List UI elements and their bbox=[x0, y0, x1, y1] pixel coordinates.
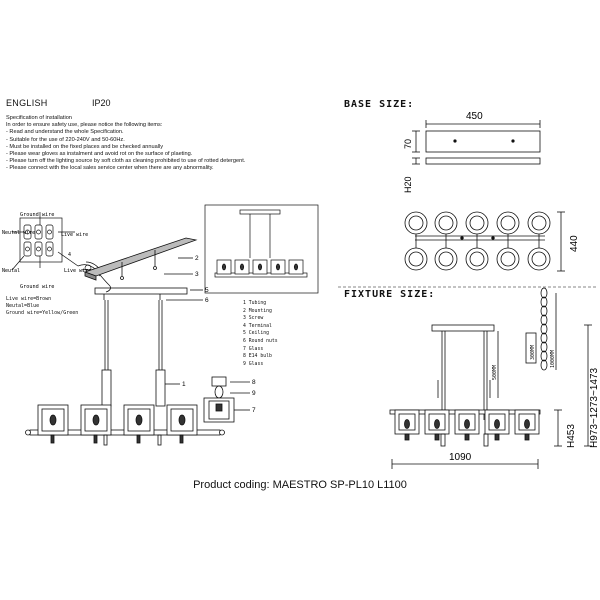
base-shades-bottom-row bbox=[404, 247, 551, 271]
wire-color-legend: Live wire=Brown Neutal=Blue Ground wire=… bbox=[6, 296, 78, 317]
fixture-size-drawing bbox=[389, 287, 592, 469]
glass-detail bbox=[203, 376, 250, 423]
parts-list: 1 Tubing 2 Mounting 3 Screw 4 Terminal 5… bbox=[243, 300, 278, 368]
callout-4-small: 4 bbox=[68, 252, 71, 258]
base-width-dim: 450 bbox=[466, 111, 483, 122]
label-ground-wire-bottom: Ground wire bbox=[20, 284, 54, 290]
main-fixture-drawing bbox=[25, 237, 225, 446]
callout-3: 3 bbox=[195, 271, 199, 278]
label-ground-wire-top: Ground wire bbox=[20, 212, 54, 218]
fixture-width-dim: 1090 bbox=[449, 452, 472, 463]
spec-line: In order to ensure safety use, please no… bbox=[6, 122, 163, 129]
part-item: 3 Screw bbox=[243, 316, 264, 322]
legend-live: Live wire=Brown bbox=[6, 296, 52, 302]
ip-rating: IP20 bbox=[92, 98, 111, 108]
part-item: 7 Glass bbox=[243, 346, 264, 352]
legend-ground: Ground wire=Yellow/Green bbox=[6, 310, 79, 316]
chain-long-label: 1000MM bbox=[550, 350, 556, 368]
spec-line: - Please wear gloves as instalment and a… bbox=[6, 151, 193, 158]
canopy bbox=[94, 287, 188, 295]
base-thickness-dim: H20 bbox=[403, 176, 413, 193]
callout-9: 9 bbox=[252, 390, 256, 397]
part-item: 1 Tubing bbox=[243, 301, 267, 306]
label-live-short: Live wire bbox=[64, 268, 91, 274]
spec-line: Specification of installation bbox=[6, 115, 72, 121]
callout-2: 2 bbox=[195, 255, 199, 262]
callout-8: 8 bbox=[252, 379, 256, 386]
part-item: 5 Ceiling bbox=[243, 331, 269, 337]
spec-line: - Suitable for the use of 220-240V and 5… bbox=[6, 136, 125, 143]
callout-6: 6 bbox=[205, 297, 209, 304]
base-depth-dim: 440 bbox=[569, 235, 580, 252]
part-item: 9 Glass bbox=[243, 361, 264, 367]
ceiling-plate bbox=[83, 237, 198, 277]
language-label: ENGLISH bbox=[6, 98, 48, 108]
spec-line: - Read and understand the whole Specific… bbox=[6, 129, 124, 136]
callout-5: 5 bbox=[205, 287, 209, 294]
part-item: 2 Mounting bbox=[243, 308, 272, 314]
base-shades-top-row bbox=[404, 211, 551, 235]
part-item: 6 Round nuts bbox=[243, 338, 278, 344]
inset-fixture-box bbox=[204, 204, 319, 294]
label-neutral-wire: Neutal wire bbox=[2, 230, 35, 236]
label-neutral-short: Neutal bbox=[2, 268, 20, 274]
part-item: 8 E14 bulb bbox=[243, 354, 272, 360]
legend-neutral: Neutal=Blue bbox=[6, 303, 40, 309]
product-coding: Product coding: MAESTRO SP-PL10 L1100 bbox=[193, 479, 407, 491]
chain-detail bbox=[540, 287, 548, 371]
label-live-wire: Live wire bbox=[61, 232, 88, 238]
part-item: 4 Terminal bbox=[243, 323, 272, 329]
spec-line: - Please connect with the local sales se… bbox=[6, 165, 214, 172]
fixture-total-height-dim: H973~1273~1473 bbox=[589, 367, 600, 448]
callout-1: 1 bbox=[182, 381, 186, 388]
spec-line: - Please turn off the lighting source by… bbox=[6, 158, 246, 165]
base-size-title: BASE SIZE: bbox=[344, 99, 415, 110]
terminal-block bbox=[19, 217, 63, 263]
callout-7: 7 bbox=[252, 407, 256, 414]
base-height-dim: 70 bbox=[403, 139, 413, 149]
specification-text: Specification of installation In order t… bbox=[6, 115, 336, 173]
rod-length-label: 500MM bbox=[492, 365, 498, 380]
spec-line: - Must be installed on the fixed places … bbox=[6, 143, 164, 150]
chain-short-label: 300MM bbox=[530, 345, 536, 360]
fixture-body-height-dim: H453 bbox=[566, 424, 577, 448]
fixture-size-title: FIXTURE SIZE: bbox=[344, 289, 436, 300]
base-size-drawing bbox=[404, 120, 565, 272]
